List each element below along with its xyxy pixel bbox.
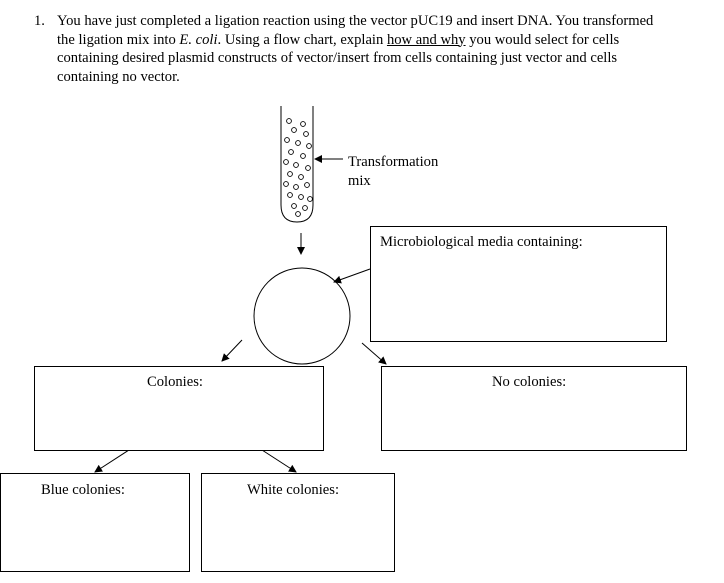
no-colonies-label: No colonies: [492,374,567,390]
petri-dish [253,267,351,365]
media-to-plate-arrow [333,268,371,284]
blue-colonies-label: Blue colonies: [41,482,125,498]
colonies-to-white-arrow [261,449,297,473]
media-label: Microbiological media containing: [380,234,583,250]
tube-bubbles [283,118,313,217]
white-colonies-box: White colonies: [201,473,395,572]
question-body: You have just completed a ligation react… [57,13,654,85]
media-box: Microbiological media containing: [370,226,667,342]
plate-to-colonies-arrow [221,339,243,362]
white-colonies-label: White colonies: [247,482,339,498]
plate-to-no-colonies-arrow [361,342,387,365]
colonies-box: Colonies: [34,366,324,451]
tube-label-line1: Transformation [348,154,439,170]
question-number: 1. [34,13,45,29]
organism-name: E. coli [179,31,218,48]
colonies-label: Colonies: [147,374,203,390]
no-colonies-box: No colonies: [381,366,687,451]
question-text: 1. You have just completed a ligation re… [34,12,674,86]
emphasis-text: how and why [386,31,466,48]
colonies-to-blue-arrow [94,449,130,473]
tube-label-line2: mix [348,173,371,189]
blue-colonies-box: Blue colonies: [0,473,190,572]
test-tube [280,106,314,223]
